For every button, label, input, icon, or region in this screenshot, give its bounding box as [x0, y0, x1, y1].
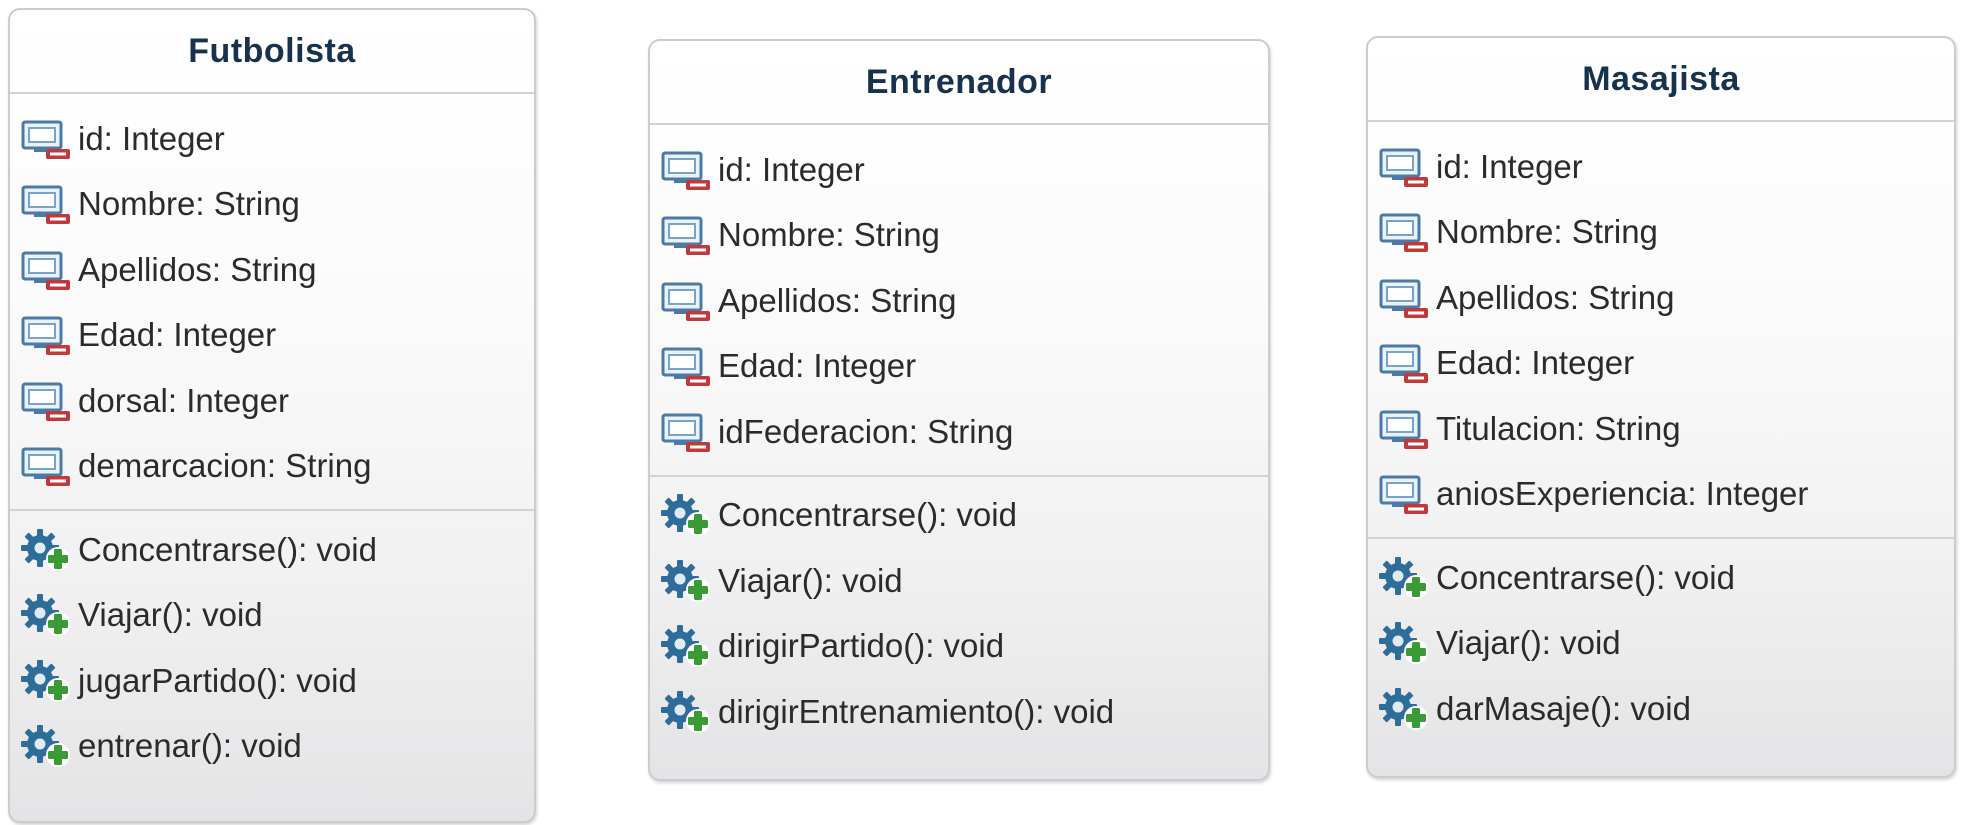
operation-text: darMasaje(): void	[1436, 689, 1691, 727]
attribute-row: Nombre: String	[1378, 200, 1954, 266]
operation-text: dirigirPartido(): void	[718, 627, 1005, 665]
public-method-icon	[20, 593, 72, 637]
private-field-icon	[20, 379, 72, 423]
attribute-text: Titulacion: String	[1436, 409, 1681, 447]
attribute-row: Nombre: String	[20, 172, 534, 238]
operations-compartment: Concentrarse(): void Viajar(): void juga…	[10, 511, 534, 785]
class-header: Futbolista	[10, 10, 534, 94]
attribute-text: Edad: Integer	[78, 316, 277, 354]
private-field-icon	[660, 148, 712, 192]
operation-row: Viajar(): void	[660, 548, 1268, 614]
operation-text: Viajar(): void	[1436, 624, 1621, 662]
private-field-icon	[1378, 276, 1430, 320]
private-field-icon	[660, 213, 712, 257]
class-futbolista: Futbolista id: Integer Nombre: String Ap…	[8, 8, 536, 823]
private-field-icon	[1378, 472, 1430, 516]
operation-row: Viajar(): void	[1378, 611, 1954, 677]
public-method-icon	[660, 624, 712, 668]
public-method-icon	[1378, 556, 1430, 600]
class-entrenador: Entrenador id: Integer Nombre: String Ap…	[648, 39, 1270, 781]
public-method-icon	[660, 690, 712, 734]
attributes-compartment: id: Integer Nombre: String Apellidos: St…	[10, 94, 534, 511]
operation-row: Viajar(): void	[20, 583, 534, 649]
private-field-icon	[660, 344, 712, 388]
operation-row: darMasaje(): void	[1378, 676, 1954, 742]
public-method-icon	[1378, 687, 1430, 731]
attribute-row: Edad: Integer	[1378, 331, 1954, 397]
attribute-text: demarcacion: String	[78, 447, 372, 485]
operation-text: Concentrarse(): void	[78, 530, 377, 568]
attribute-row: Nombre: String	[660, 203, 1268, 269]
private-field-icon	[20, 444, 72, 488]
attribute-text: Apellidos: String	[78, 250, 317, 288]
class-name: Entrenador	[865, 62, 1053, 101]
operation-text: Concentrarse(): void	[718, 496, 1017, 534]
attribute-text: Edad: Integer	[718, 347, 917, 385]
operation-row: Concentrarse(): void	[20, 517, 534, 583]
private-field-icon	[20, 117, 72, 161]
attribute-row: demarcacion: String	[20, 434, 534, 500]
operation-text: dirigirEntrenamiento(): void	[718, 692, 1115, 730]
private-field-icon	[20, 182, 72, 226]
operation-text: Viajar(): void	[718, 561, 903, 599]
attribute-row: Apellidos: String	[20, 237, 534, 303]
private-field-icon	[660, 279, 712, 323]
operation-row: Concentrarse(): void	[1378, 545, 1954, 611]
operation-row: dirigirEntrenamiento(): void	[660, 679, 1268, 745]
public-method-icon	[20, 528, 72, 572]
attribute-text: Edad: Integer	[1436, 344, 1635, 382]
operations-compartment: Concentrarse(): void Viajar(): void diri…	[650, 477, 1268, 751]
attribute-text: idFederacion: String	[718, 412, 1014, 450]
operation-text: jugarPartido(): void	[78, 661, 357, 699]
attribute-text: Nombre: String	[1436, 213, 1658, 251]
public-method-icon	[20, 659, 72, 703]
operation-row: entrenar(): void	[20, 714, 534, 780]
attribute-text: Nombre: String	[78, 185, 300, 223]
class-masajista: Masajista id: Integer Nombre: String Ape…	[1366, 36, 1956, 778]
attribute-text: id: Integer	[1436, 147, 1583, 185]
attribute-text: Apellidos: String	[718, 281, 957, 319]
class-header: Masajista	[1368, 38, 1954, 122]
attribute-row: aniosExperiencia: Integer	[1378, 462, 1954, 528]
public-method-icon	[1378, 621, 1430, 665]
private-field-icon	[660, 410, 712, 454]
class-name: Futbolista	[188, 31, 356, 70]
private-field-icon	[20, 248, 72, 292]
operation-row: dirigirPartido(): void	[660, 614, 1268, 680]
private-field-icon	[1378, 145, 1430, 189]
attribute-text: Apellidos: String	[1436, 278, 1675, 316]
class-name: Masajista	[1582, 59, 1740, 98]
attribute-row: id: Integer	[660, 137, 1268, 203]
operation-row: Concentrarse(): void	[660, 483, 1268, 549]
operation-row: jugarPartido(): void	[20, 648, 534, 714]
private-field-icon	[1378, 341, 1430, 385]
attribute-text: id: Integer	[718, 150, 865, 188]
attribute-text: id: Integer	[78, 119, 225, 157]
attribute-row: id: Integer	[1378, 134, 1954, 200]
attribute-row: Apellidos: String	[660, 268, 1268, 334]
private-field-icon	[1378, 407, 1430, 451]
public-method-icon	[20, 724, 72, 768]
attribute-row: Apellidos: String	[1378, 265, 1954, 331]
operation-text: Concentrarse(): void	[1436, 558, 1735, 596]
attribute-row: dorsal: Integer	[20, 368, 534, 434]
attribute-row: Titulacion: String	[1378, 396, 1954, 462]
attribute-text: dorsal: Integer	[78, 381, 289, 419]
attributes-compartment: id: Integer Nombre: String Apellidos: St…	[650, 125, 1268, 477]
class-header: Entrenador	[650, 41, 1268, 125]
public-method-icon	[660, 493, 712, 537]
attributes-compartment: id: Integer Nombre: String Apellidos: St…	[1368, 122, 1954, 539]
operation-text: entrenar(): void	[78, 727, 302, 765]
attribute-text: aniosExperiencia: Integer	[1436, 475, 1809, 513]
private-field-icon	[20, 313, 72, 357]
operation-text: Viajar(): void	[78, 596, 263, 634]
operations-compartment: Concentrarse(): void Viajar(): void darM…	[1368, 539, 1954, 748]
attribute-row: id: Integer	[20, 106, 534, 172]
attribute-text: Nombre: String	[718, 216, 940, 254]
attribute-row: Edad: Integer	[20, 303, 534, 369]
private-field-icon	[1378, 210, 1430, 254]
public-method-icon	[660, 559, 712, 603]
attribute-row: idFederacion: String	[660, 399, 1268, 465]
attribute-row: Edad: Integer	[660, 334, 1268, 400]
